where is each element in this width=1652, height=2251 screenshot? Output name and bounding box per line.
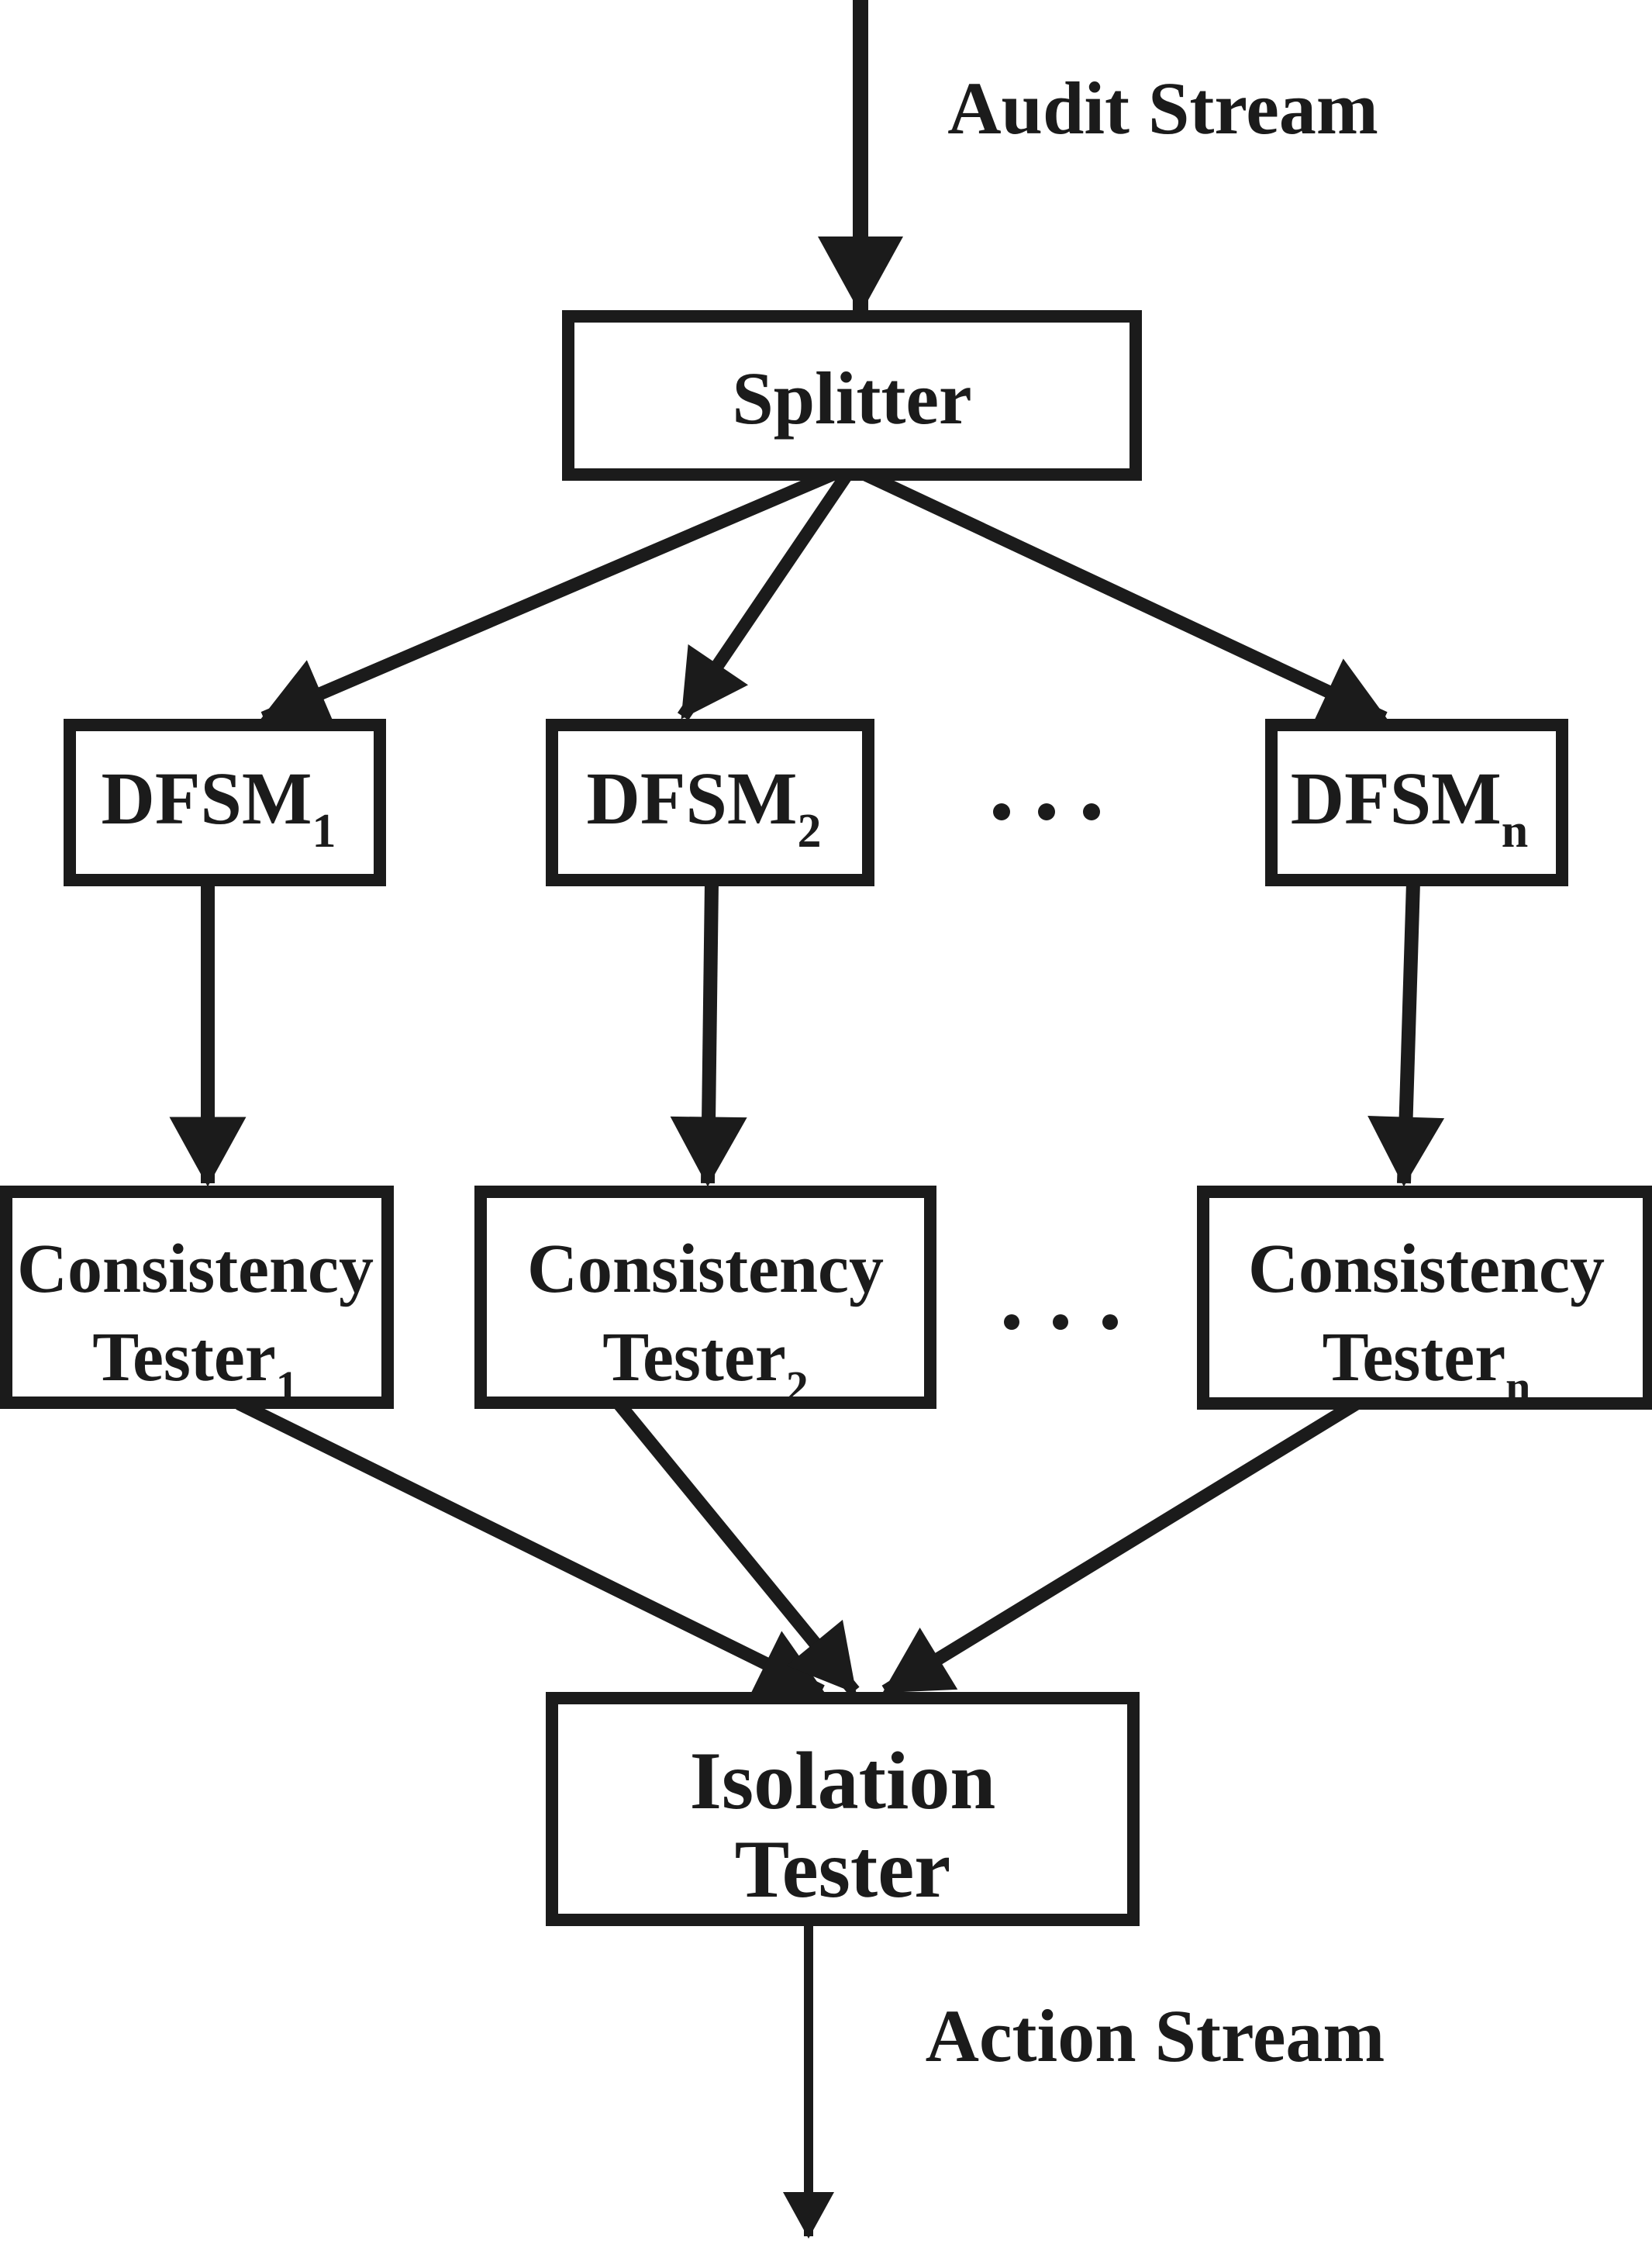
- splitter-label: Splitter: [732, 357, 971, 440]
- arrow-splitter-to-dfsm1: [260, 467, 839, 727]
- dfsm2-label: DFSM2: [587, 757, 822, 858]
- arrow-ctn-to-isolation: [881, 1397, 1361, 1697]
- isolation-tester-line1: Isolation: [690, 1735, 996, 1826]
- consistency-tester2-line2: Tester2: [602, 1319, 809, 1412]
- dfsm1-box: [64, 719, 386, 886]
- arrow-ct2-to-isolation: [613, 1399, 860, 1696]
- consistency-testern-box: [1197, 1186, 1652, 1410]
- consistency-tester1-line2: Tester1: [92, 1319, 298, 1412]
- arrow-splitter-to-dfsm2: [677, 469, 854, 720]
- arrow-splitter-to-dfsmn: [859, 467, 1388, 725]
- isolation-tester-box: [546, 1692, 1140, 1926]
- consistency-tester1-line1: Consistency: [17, 1231, 374, 1307]
- action-stream-label: Action Stream: [926, 1994, 1385, 2077]
- arrow-dfsmn-to-ctn: [1367, 882, 1445, 1187]
- isolation-tester-line2: Tester: [735, 1824, 951, 1914]
- ellipsis-dfsm-row-icon: [993, 803, 1100, 820]
- consistency-tester2-box: [474, 1186, 936, 1409]
- splitter-box: [562, 310, 1142, 481]
- consistency-tester1-box: [0, 1186, 394, 1409]
- dfsmn-label: DFSMn: [1291, 757, 1528, 858]
- audit-stream-label: Audit Stream: [947, 67, 1378, 150]
- consistency-testern-line2: Testern: [1323, 1319, 1531, 1412]
- consistency-testern-line1: Consistency: [1248, 1231, 1605, 1307]
- arrow-ct1-to-isolation: [236, 1397, 825, 1697]
- dfsmn-box: [1265, 719, 1568, 886]
- dfsm2-box: [546, 719, 874, 886]
- arrow-dfsm2-to-ct2: [670, 882, 747, 1187]
- dfsm1-label: DFSM1: [102, 757, 336, 858]
- consistency-tester2-line1: Consistency: [527, 1231, 884, 1307]
- ellipsis-consistency-row-icon: [1004, 1314, 1118, 1330]
